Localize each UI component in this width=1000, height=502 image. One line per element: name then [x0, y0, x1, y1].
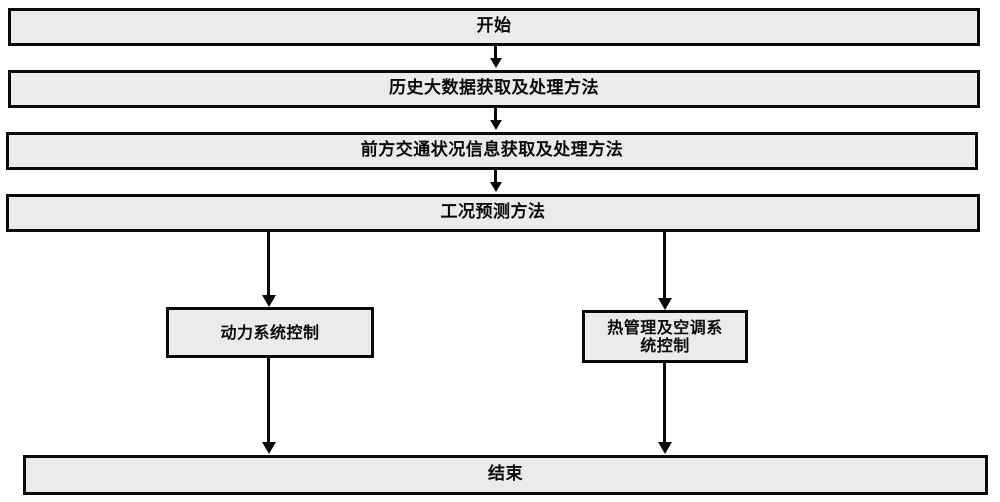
node-traffic-info: 前方交通状况信息获取及处理方法: [6, 132, 978, 170]
edge-stem: [663, 232, 666, 299]
edge-stem: [494, 108, 497, 121]
arrowhead-down-icon: [489, 58, 502, 68]
arrowhead-down-icon: [657, 442, 672, 454]
edge-stem: [267, 358, 270, 443]
node-end: 结束: [23, 455, 988, 495]
node-history-data: 历史大数据获取及处理方法: [8, 70, 980, 108]
arrowhead-down-icon: [489, 182, 502, 192]
edge-stem: [267, 232, 270, 296]
edge-stem: [663, 363, 666, 443]
arrowhead-down-icon: [261, 295, 276, 307]
node-powertrain-control: 动力系统控制: [166, 307, 374, 358]
edge-stem: [494, 170, 497, 183]
arrowhead-down-icon: [261, 442, 276, 454]
arrowhead-down-icon: [657, 298, 672, 310]
node-thermal-hvac-control: 热管理及空调系 统控制: [582, 310, 748, 363]
node-condition-prediction: 工况预测方法: [6, 194, 980, 232]
node-start: 开始: [8, 8, 980, 46]
arrowhead-down-icon: [489, 120, 502, 130]
edge-stem: [494, 46, 497, 59]
